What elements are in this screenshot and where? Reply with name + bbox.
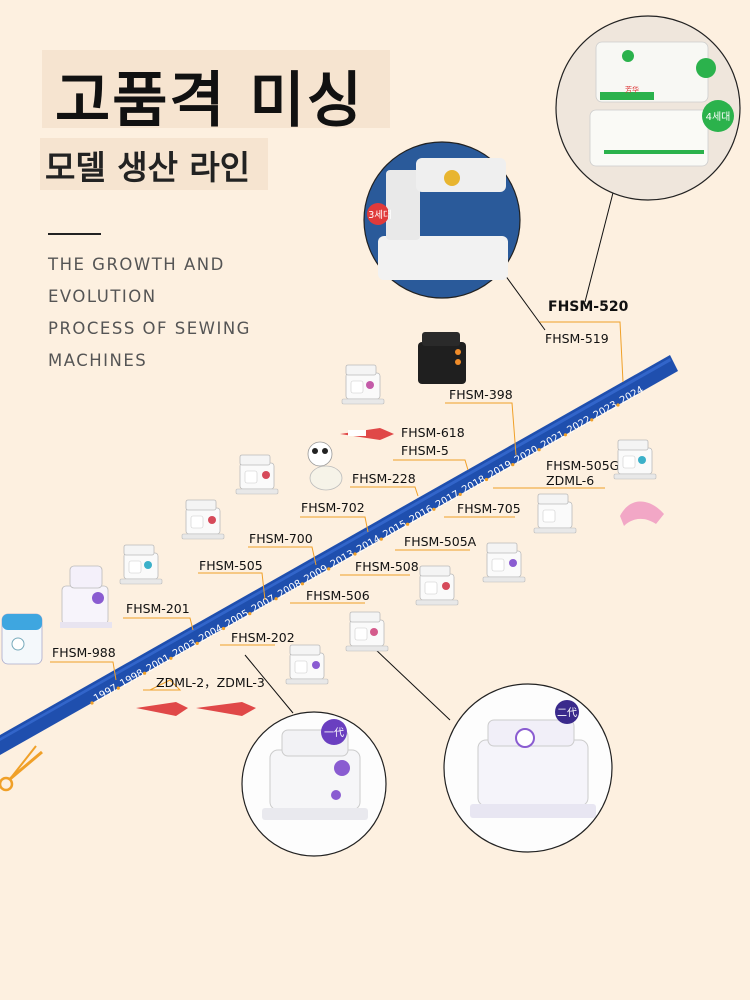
thumb-fhsm-705 — [533, 493, 577, 534]
label-fhsm-988: FHSM-988 — [52, 645, 116, 660]
english-line-2: EVOLUTION — [48, 287, 157, 306]
thumb-fhsm-5 — [340, 428, 394, 440]
zoom-circle-gen3: 3세대 — [363, 141, 521, 299]
label-fhsm-702: FHSM-702 — [301, 500, 365, 515]
thumb-fhsm-702 — [235, 454, 279, 495]
thumb-fhsm-618 — [341, 364, 385, 405]
label-zdml-2-3: ZDML-2，ZDML-3 — [156, 675, 265, 690]
timeline-year-dot — [143, 671, 147, 675]
zoom-circle-gen4: 4세대 芳华 — [555, 15, 741, 201]
timeline-year-dot — [511, 463, 515, 467]
badge-gen4: 4세대 — [706, 111, 731, 123]
thumb-zdml-6 — [620, 501, 664, 526]
thumb-fhsm-505g — [613, 439, 657, 480]
thumb-fhsm-202 — [285, 644, 329, 685]
timeline-year-dot — [379, 537, 383, 541]
badge-gen3: 3세대 — [368, 210, 392, 221]
timeline-year-dot — [169, 656, 173, 660]
page-title: 고품격 미싱 — [55, 66, 364, 136]
timeline-year-dot — [563, 433, 568, 437]
english-line-4: MACHINES — [48, 351, 148, 370]
page-subtitle: 모델 생산 라인 — [45, 148, 251, 187]
english-line-3: PROCESS OF SEWING — [48, 319, 251, 338]
thumb-zdml-3 — [196, 702, 256, 716]
timeline-year-dot — [195, 641, 199, 646]
label-fhsm-618: FHSM-618 — [401, 425, 465, 440]
thumb-fhsm-201 — [60, 565, 112, 628]
badge-gen2: 二代 — [557, 707, 577, 719]
product-thumbnails — [1, 332, 664, 716]
label-fhsm-505g: FHSM-505G — [546, 458, 619, 473]
label-fhsm-228: FHSM-228 — [352, 471, 416, 486]
timeline-year-dot — [484, 477, 489, 482]
label-leaders — [50, 321, 624, 691]
timeline-year-dot — [274, 597, 278, 601]
timeline-year-dot — [590, 418, 594, 422]
connector-gen3 — [504, 274, 546, 331]
label-fhsm-505: FHSM-505 — [199, 558, 263, 573]
label-fhsm-520: FHSM-520 — [548, 299, 629, 315]
timeline-year-dot — [300, 582, 304, 586]
scissors-icon — [0, 745, 43, 792]
timeline-band — [0, 355, 678, 755]
connector-gen1 — [244, 654, 294, 714]
label-fhsm-505a: FHSM-505A — [404, 534, 477, 549]
label-fhsm-700: FHSM-700 — [249, 531, 313, 546]
thumb-fhsm-398 — [418, 332, 466, 384]
timeline-year-dot — [616, 403, 620, 407]
timeline-year-dot — [458, 492, 462, 496]
thumb-zdml-2 — [136, 702, 188, 716]
label-fhsm-508: FHSM-508 — [355, 559, 419, 574]
zoom-circle-gen1: 一代 — [241, 711, 387, 857]
label-fhsm-519: FHSM-519 — [545, 331, 609, 346]
label-fhsm-506: FHSM-506 — [306, 588, 370, 603]
brand-mark: 芳华 — [625, 85, 639, 94]
thumb-fhsm-506 — [345, 611, 389, 652]
thumb-fhsm-228 — [307, 441, 343, 491]
english-line-1: THE GROWTH AND — [48, 255, 225, 274]
label-zdml-6: ZDML-6 — [546, 473, 594, 488]
timeline-year-dot — [432, 507, 436, 511]
thumb-fhsm-700 — [181, 499, 225, 540]
connector-gen4 — [584, 184, 616, 303]
label-fhsm-705: FHSM-705 — [457, 501, 521, 516]
divider-line — [48, 233, 101, 235]
timeline-year-dot — [327, 567, 331, 571]
timeline-year-dot — [406, 522, 410, 526]
timeline-year-dot — [248, 612, 252, 616]
label-fhsm-398: FHSM-398 — [449, 387, 513, 402]
label-fhsm-202: FHSM-202 — [231, 630, 295, 645]
thumb-fhsm-505 — [119, 544, 163, 585]
subtitle-background — [40, 138, 268, 190]
timeline-year-dot — [221, 626, 226, 631]
thumb-fhsm-505a — [482, 542, 526, 583]
zoom-circle-gen2: 二代 — [443, 683, 613, 853]
label-fhsm-5: FHSM-5 — [401, 443, 449, 458]
timeline-year-dot — [90, 701, 94, 705]
timeline-year-dot — [353, 552, 357, 556]
badge-gen1: 一代 — [324, 727, 344, 739]
timeline-year-dot — [116, 686, 120, 690]
title-background — [42, 50, 390, 128]
timeline-year-dot — [537, 448, 541, 452]
label-fhsm-201: FHSM-201 — [126, 601, 190, 616]
thumb-fhsm-988 — [1, 613, 43, 665]
thumb-fhsm-508 — [415, 565, 459, 606]
english-caption: THE GROWTH AND EVOLUTION PROCESS OF SEWI… — [48, 254, 251, 382]
